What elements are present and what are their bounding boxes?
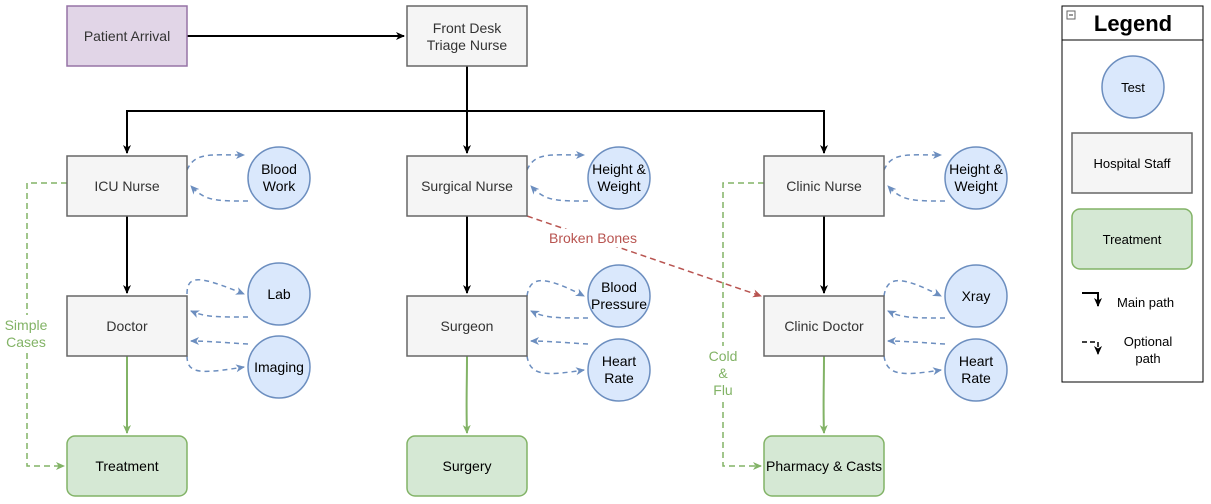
svg-text:Blood: Blood [601, 279, 637, 295]
legend-test: Test [1101, 55, 1165, 119]
node-surgical-nurse[interactable]: Surgical Nurse [406, 155, 528, 217]
svg-text:Xray: Xray [962, 288, 991, 304]
svg-text:Front Desk: Front Desk [433, 20, 502, 36]
legend-title: Legend [1094, 11, 1172, 36]
svg-text:ICU Nurse: ICU Nurse [94, 178, 160, 194]
svg-text:Simple: Simple [5, 317, 48, 333]
svg-text:Surgeon: Surgeon [441, 318, 494, 334]
test-xray[interactable]: Xray [944, 264, 1008, 328]
svg-text:Treatment: Treatment [95, 458, 158, 474]
svg-text:Test: Test [1121, 80, 1145, 95]
node-surgeon[interactable]: Surgeon [406, 295, 528, 357]
node-icu-nurse[interactable]: ICU Nurse [66, 155, 188, 217]
node-clinic-doctor[interactable]: Clinic Doctor [763, 295, 885, 357]
svg-text:Surgery: Surgery [442, 458, 491, 474]
legend-treatment: Treatment [1071, 208, 1193, 270]
svg-text:Pressure: Pressure [591, 296, 647, 312]
test-heart-rate-clinic[interactable]: Heart Rate [944, 338, 1008, 402]
test-edges [186, 150, 946, 376]
svg-text:Weight: Weight [954, 178, 997, 194]
svg-text:Rate: Rate [604, 370, 634, 386]
node-pharmacy-casts[interactable]: Pharmacy & Casts [763, 435, 885, 497]
test-imaging[interactable]: Imaging [247, 335, 311, 399]
legend-optional-path: Optional path [1082, 334, 1172, 366]
test-blood-pressure[interactable]: Blood Pressure [587, 264, 651, 328]
legend-hospital-staff: Hospital Staff [1071, 132, 1193, 194]
legend: Legend Test Hospital Staff Treatment Mai… [1061, 5, 1204, 383]
edge-triage-to-icu [123, 110, 467, 154]
minus-box-icon[interactable] [1066, 10, 1076, 20]
svg-text:Triage Nurse: Triage Nurse [427, 37, 508, 53]
svg-text:Optional: Optional [1124, 334, 1173, 349]
svg-text:Height &: Height & [949, 161, 1003, 177]
svg-text:Patient Arrival: Patient Arrival [84, 28, 170, 44]
svg-text:Cold: Cold [709, 348, 738, 364]
svg-text:Surgical Nurse: Surgical Nurse [421, 178, 513, 194]
svg-text:Blood: Blood [261, 161, 297, 177]
svg-text:Imaging: Imaging [254, 359, 304, 375]
simple-cases-label: Simple Cases [0, 315, 52, 353]
node-triage-nurse[interactable]: Front Desk Triage Nurse [406, 5, 528, 67]
treatment-edges [123, 355, 828, 434]
svg-text:Flu: Flu [713, 382, 732, 398]
svg-text:Clinic Doctor: Clinic Doctor [784, 318, 864, 334]
test-height-weight-clinic[interactable]: Height & Weight [944, 146, 1008, 210]
svg-text:Doctor: Doctor [106, 318, 148, 334]
node-surgery[interactable]: Surgery [406, 435, 528, 497]
node-patient-arrival[interactable]: Patient Arrival [66, 5, 188, 67]
svg-text:&: & [718, 365, 728, 381]
svg-text:Treatment: Treatment [1103, 232, 1162, 247]
svg-text:Main path: Main path [1117, 295, 1174, 310]
test-lab[interactable]: Lab [247, 262, 311, 326]
test-blood-work[interactable]: Blood Work [247, 146, 311, 210]
svg-text:Height &: Height & [592, 161, 646, 177]
test-height-weight-surgical[interactable]: Height & Weight [587, 146, 651, 210]
svg-text:Weight: Weight [597, 178, 640, 194]
svg-text:Rate: Rate [961, 370, 991, 386]
svg-text:Work: Work [263, 178, 296, 194]
node-doctor[interactable]: Doctor [66, 295, 188, 357]
svg-text:Heart: Heart [959, 353, 993, 369]
node-treatment[interactable]: Treatment [66, 435, 188, 497]
svg-text:path: path [1135, 351, 1160, 366]
broken-bones-label: Broken Bones [546, 229, 640, 247]
main-edges [123, 32, 828, 294]
edge-triage-to-clinic [467, 110, 828, 154]
svg-text:Hospital Staff: Hospital Staff [1093, 156, 1170, 171]
svg-text:Broken Bones: Broken Bones [549, 230, 637, 246]
test-heart-rate-surgeon[interactable]: Heart Rate [587, 338, 651, 402]
svg-text:Heart: Heart [602, 353, 636, 369]
edge-clinic-cold-flu [722, 182, 764, 470]
svg-text:Pharmacy & Casts: Pharmacy & Casts [766, 458, 882, 474]
svg-text:Lab: Lab [267, 286, 291, 302]
cold-flu-label: Cold & Flu [704, 346, 742, 398]
svg-text:Clinic Nurse: Clinic Nurse [786, 178, 862, 194]
legend-main-path: Main path [1082, 292, 1174, 310]
svg-text:Cases: Cases [6, 334, 46, 350]
node-clinic-nurse[interactable]: Clinic Nurse [763, 155, 885, 217]
